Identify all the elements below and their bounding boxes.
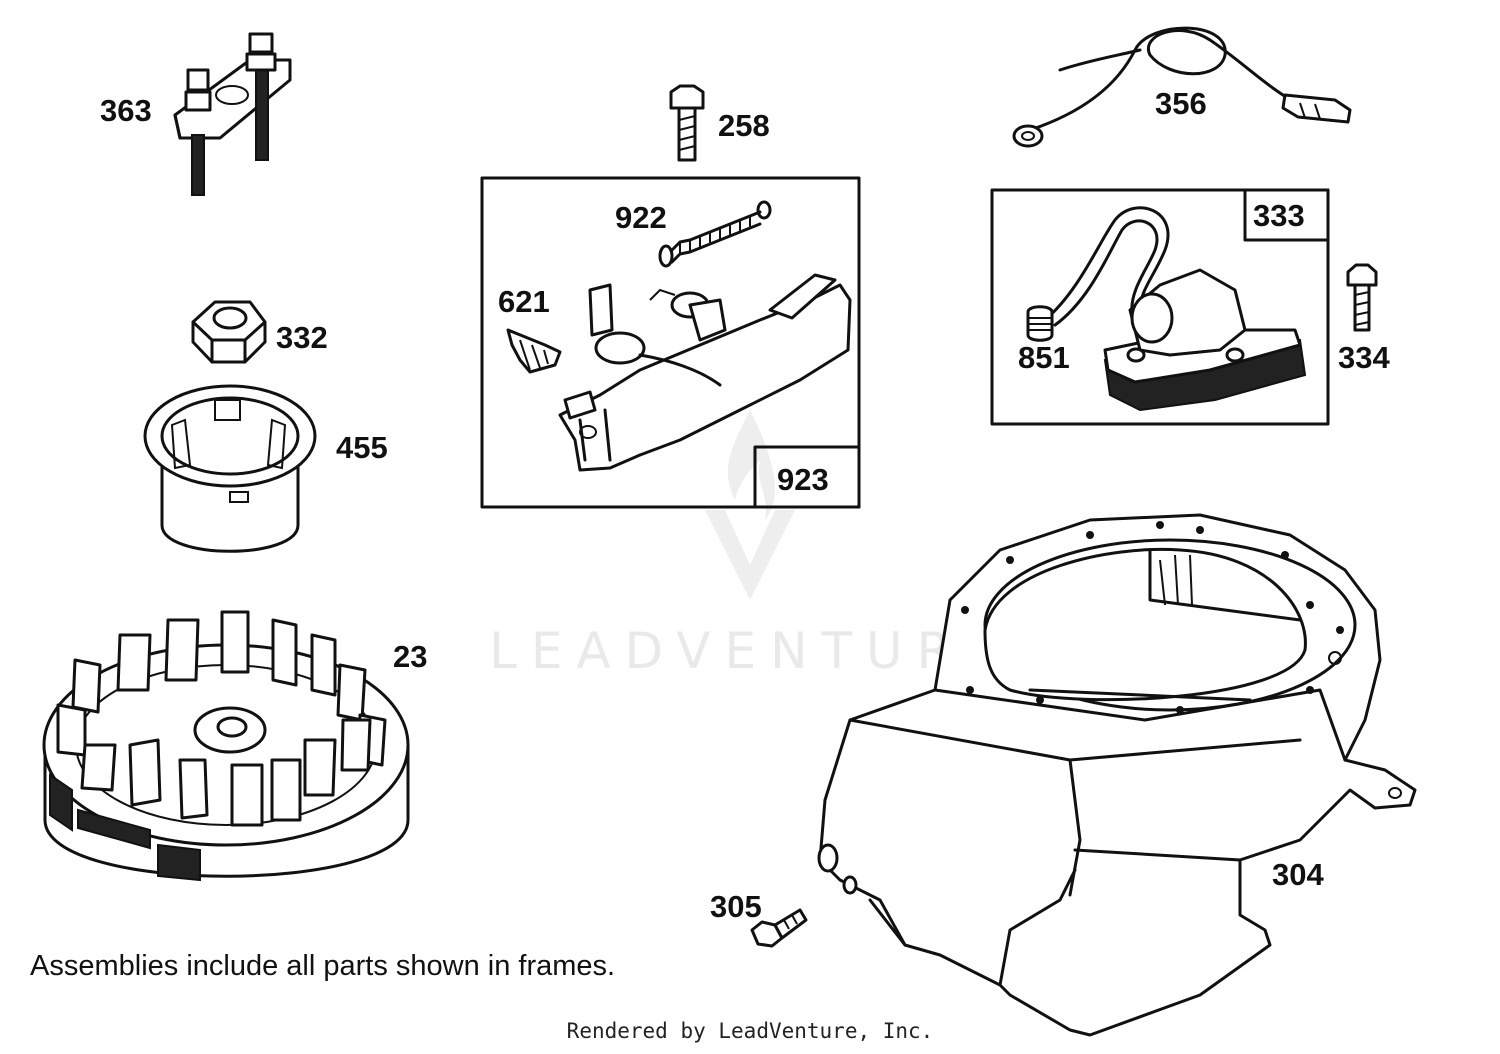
part-label-922: 922 — [615, 200, 667, 235]
screw-part-334 — [1346, 263, 1378, 332]
assembly-note: Assemblies include all parts shown in fr… — [30, 950, 616, 982]
part-label-851: 851 — [1018, 340, 1070, 375]
ground-wire-part-356 — [1012, 26, 1352, 148]
part-label-356: 356 — [1155, 86, 1207, 121]
part-label-333: 333 — [1253, 198, 1305, 233]
part-label-305: 305 — [710, 889, 762, 924]
bolt-part-258 — [669, 84, 705, 162]
part-label-621: 621 — [498, 284, 550, 319]
governor-frame-923 — [480, 176, 861, 509]
bracket-part-363 — [173, 32, 292, 196]
screw-part-305 — [750, 908, 808, 948]
footer-credit: Rendered by LeadVenture, Inc. — [566, 1019, 934, 1043]
blower-housing-part-304 — [817, 513, 1417, 1037]
part-label-23: 23 — [393, 639, 428, 674]
part-label-332: 332 — [276, 320, 328, 355]
part-label-923: 923 — [777, 462, 829, 497]
part-label-258: 258 — [718, 108, 770, 143]
part-label-455: 455 — [336, 430, 388, 465]
part-label-304: 304 — [1272, 857, 1324, 892]
part-label-334: 334 — [1338, 340, 1390, 375]
leadventure-watermark-logo — [705, 410, 795, 600]
watermark-text: LEADVENTURE — [489, 622, 1011, 680]
cup-part-455 — [143, 384, 317, 553]
part-label-363: 363 — [100, 93, 152, 128]
flywheel-part-23 — [42, 610, 410, 882]
armature-frame-333 — [990, 188, 1330, 426]
nut-part-332 — [191, 300, 267, 364]
